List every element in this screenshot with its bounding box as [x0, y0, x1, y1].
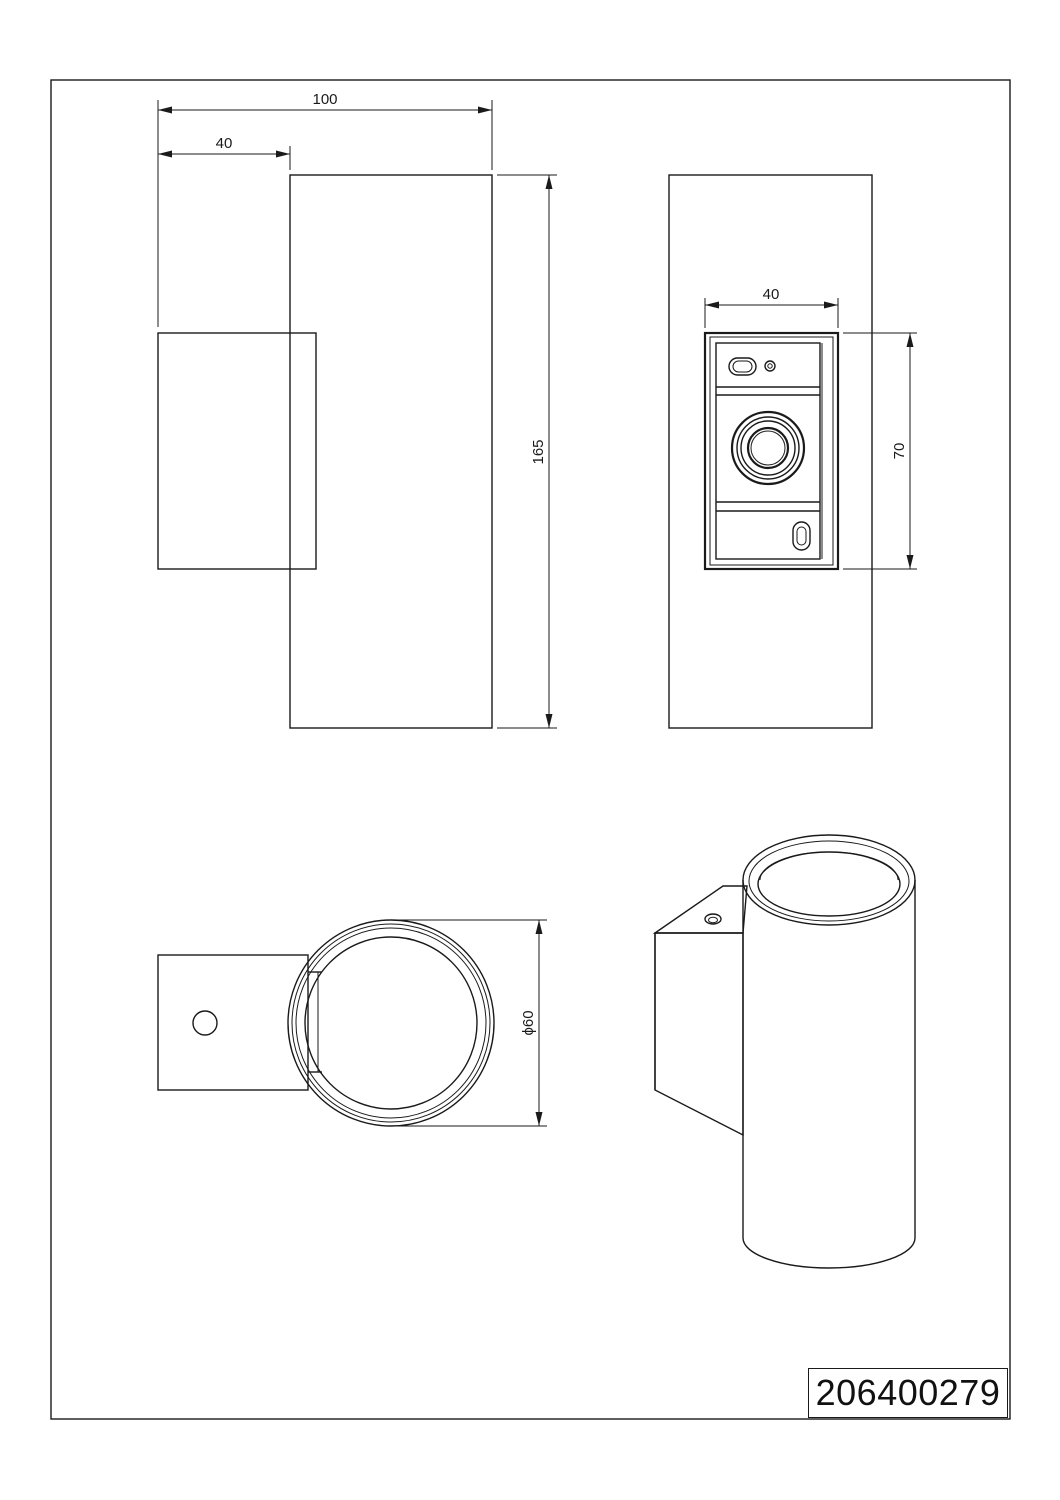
dimension-label-base-depth: 40	[216, 135, 233, 152]
isometric-view	[652, 834, 916, 1269]
cylinder-outer-ring	[287, 919, 495, 1127]
mounting-plate	[703, 331, 840, 571]
drawing-frame	[50, 79, 1011, 1420]
dimension-plate-width: 40	[704, 286, 839, 328]
cylinder-top-opening	[742, 834, 916, 926]
dimension-label-plate-width: 40	[763, 286, 780, 303]
cylinder-body-rear	[668, 174, 873, 729]
cylinder-inner-ring	[304, 936, 478, 1110]
mounting-base-side	[157, 332, 317, 570]
dimension-label-plate-height: 70	[891, 443, 908, 460]
dimension-diameter: ϕ60	[391, 919, 547, 1127]
dimension-label-height: 165	[530, 439, 547, 464]
part-number-label: 206400279	[808, 1368, 1008, 1418]
dimension-label-overall-depth: 100	[312, 91, 337, 108]
mounting-hole-top	[192, 1010, 218, 1036]
cylinder-iso	[742, 834, 916, 1269]
dimension-base-depth: 40	[158, 135, 291, 170]
mounting-bracket-iso	[652, 885, 748, 1137]
dimension-plate-height: 70	[843, 332, 917, 570]
dimension-overall-depth: 100	[157, 91, 493, 327]
screw-icon	[764, 360, 776, 372]
cable-entry	[730, 410, 806, 486]
dimension-label-diameter: ϕ60	[520, 1010, 537, 1035]
dimension-height: 165	[497, 174, 557, 729]
cylinder-body-side	[289, 174, 493, 729]
mounting-slot-bottom	[792, 521, 811, 551]
rear-view: 40 70	[668, 174, 917, 729]
mounting-slot-top	[728, 357, 757, 376]
side-view: 100 40 165	[157, 91, 557, 729]
top-view: ϕ60	[157, 919, 547, 1127]
mounting-base-top	[157, 954, 309, 1091]
mounting-hole-iso	[704, 913, 722, 925]
